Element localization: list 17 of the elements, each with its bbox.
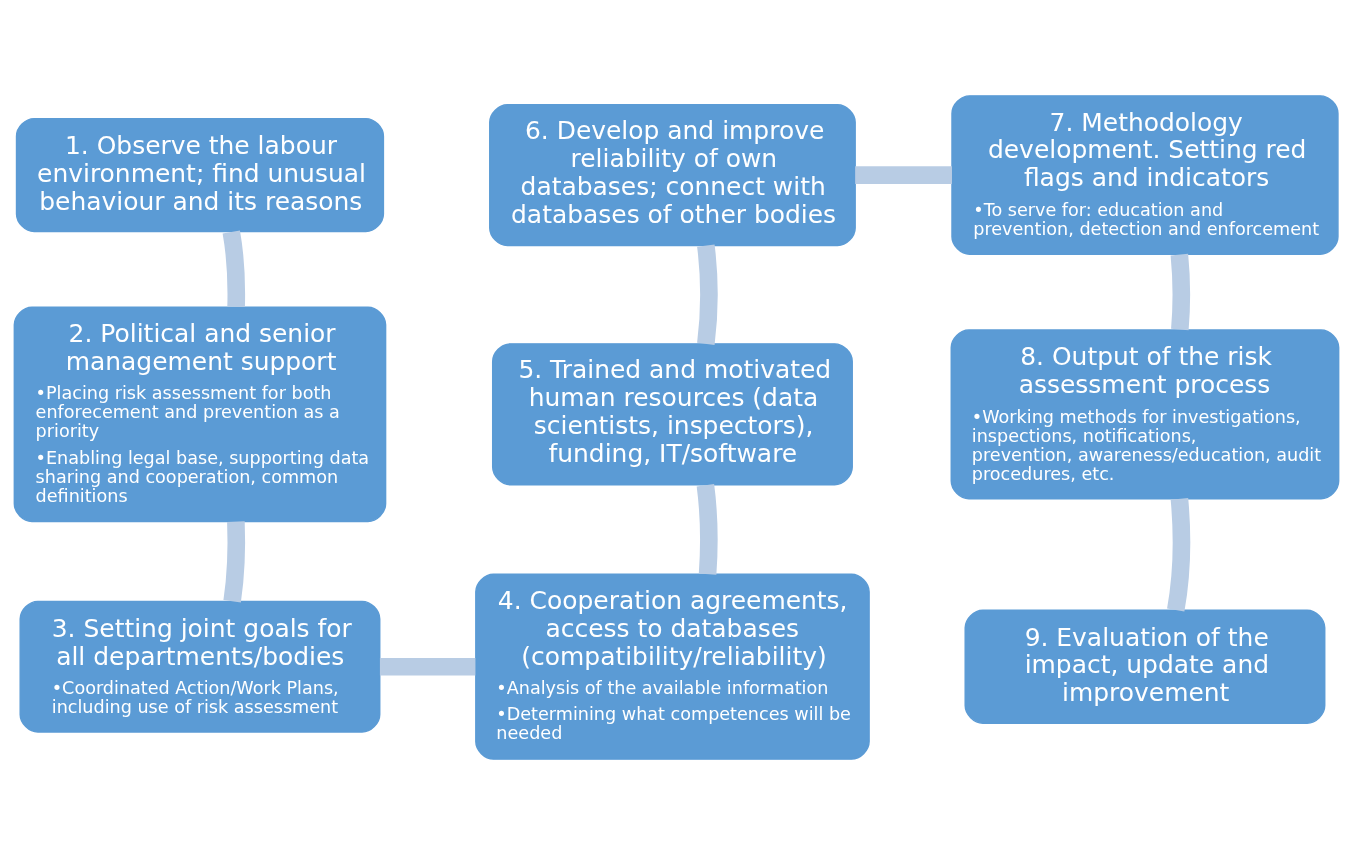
connector — [696, 483, 718, 575]
node-box: 5. Trained and motivated human resources (data scientists, inspectors), funding, IT/software — [491, 342, 853, 485]
node-box: 8. Output of the risk assessment process •Working methods for investigations, inspections, notifications, prevention, awareness/education, audit procedures, etc. — [950, 328, 1340, 499]
connector — [222, 230, 246, 307]
node-box: 4. Cooperation agreements, access to databases (compatibility/reliability) •Analysis of the available information •Determining what competences will be needed — [475, 573, 870, 760]
connector — [223, 520, 246, 602]
node-box: 3. Setting joint goals for all departments/bodies •Coordinated Action/Work Plans, including use of risk assessment — [19, 600, 381, 733]
node-box: 7. Methodology development. Setting red flags and indicators •To serve for: education and prevention, detection and enforcement — [951, 94, 1339, 255]
node-box: 1. Observe the labour environment; find unusual behaviour and its reasons — [15, 117, 385, 232]
connector — [1167, 497, 1191, 611]
connector — [855, 165, 952, 184]
node-box: 6. Develop and improve reliability of own databases; connect with databases of other bodies — [489, 103, 856, 246]
node-box: 9. Evaluation of the impact, update and improvement — [964, 608, 1326, 724]
node-box: 2. Political and senior management support •Placing risk assessment for both enforecement and prevention as a priority •Enabling legal base, supporting data sharing and cooperation, common definitions — [13, 305, 387, 522]
connector — [379, 657, 476, 675]
connector — [1170, 253, 1191, 330]
connector — [697, 244, 718, 345]
